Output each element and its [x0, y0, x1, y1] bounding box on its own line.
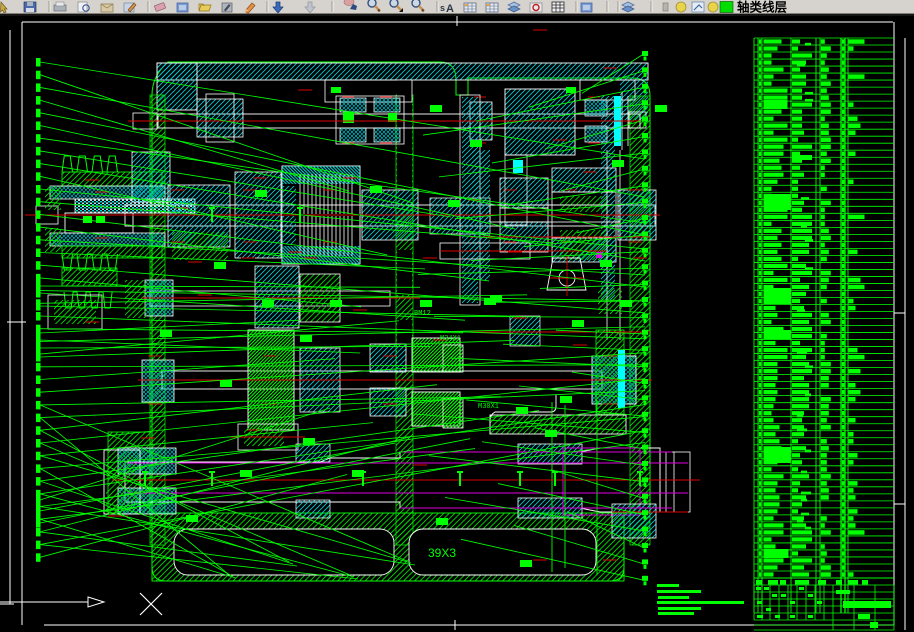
svg-text:39X3: 39X3: [428, 546, 456, 560]
svg-text:轴类线层: 轴类线层: [737, 0, 788, 15]
svg-text:A: A: [446, 3, 454, 15]
svg-text:M30X1: M30X1: [478, 403, 499, 411]
svg-text:s: s: [440, 3, 445, 13]
svg-text:M24X1: M24X1: [440, 335, 461, 343]
